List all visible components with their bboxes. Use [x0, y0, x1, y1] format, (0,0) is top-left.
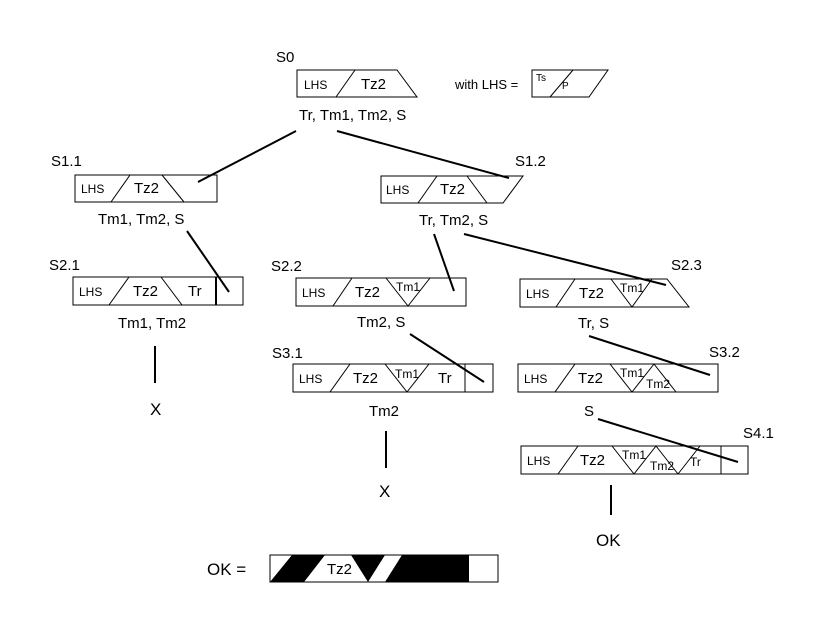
shape-strip: [295, 277, 467, 307]
node-s22: S2.2 LHS Tz2 Tm1 Tm2, S: [271, 258, 467, 331]
piece-tm1: Tm1: [622, 448, 646, 462]
node-id: S1.2: [515, 153, 546, 170]
remaining-pieces: Tm2: [369, 403, 399, 420]
piece-lhs: LHS: [526, 287, 549, 301]
legend-ok: OK = Tz2: [207, 554, 499, 583]
piece-tr: Tr: [438, 370, 452, 387]
node-s11: S1.1 LHS Tz2 Tm1, Tm2, S: [51, 153, 218, 228]
piece-tz2: Tz2: [355, 284, 380, 301]
piece-lhs: LHS: [524, 372, 547, 386]
edge-s22-s31: [409, 333, 485, 383]
ok-piece-tm2: [385, 555, 451, 582]
node-s32: S3.2 LHS Tz2 Tm1 Tm2 S: [517, 344, 740, 420]
node-s21: S2.1 LHS Tz2 Tr Tm1, Tm2 X: [49, 257, 244, 419]
piece-tm1: Tm1: [396, 280, 420, 294]
edge-s11-s21: [186, 230, 230, 293]
shape-strip: [520, 445, 749, 475]
shape-strip: [74, 174, 218, 203]
piece-tz2: Tz2: [580, 452, 605, 469]
shape-strip: [72, 276, 244, 306]
remaining-pieces: S: [584, 403, 594, 420]
ok-piece-tm1: [351, 555, 385, 582]
node-s31: S3.1 LHS Tz2 Tm1 Tr Tm2 X: [272, 345, 494, 501]
node-id: S3.1: [272, 345, 303, 362]
piece-tm1: Tm1: [620, 366, 644, 380]
piece-tz2: Tz2: [353, 370, 378, 387]
legend-ok-label: OK =: [207, 560, 246, 579]
piece-tz2: Tz2: [134, 180, 159, 197]
piece-lhs: LHS: [386, 183, 409, 197]
piece-tm1: Tm1: [395, 367, 419, 381]
piece-ts: Ts: [536, 73, 546, 84]
edge-s32-s41: [597, 418, 739, 463]
piece-lhs: LHS: [304, 78, 327, 92]
shape-strip: [519, 278, 691, 308]
node-s23: S2.3 LHS Tz2 Tm1 Tr, S: [519, 257, 702, 332]
dead-end-mark: X: [150, 400, 161, 419]
piece-lhs: LHS: [81, 182, 104, 196]
legend-lhs: with LHS = Ts P: [454, 69, 609, 98]
remaining-pieces: Tm1, Tm2, S: [98, 211, 184, 228]
piece-lhs: LHS: [79, 285, 102, 299]
piece-tz2: Tz2: [440, 181, 465, 198]
node-s41: S4.1 LHS Tz2 Tm1 Tm2 Tr OK: [520, 425, 774, 550]
node-id: S2.2: [271, 258, 302, 275]
piece-tr: Tr: [188, 283, 202, 300]
lhs-shape: [531, 69, 609, 98]
dead-end-mark: X: [379, 482, 390, 501]
piece-tm1: Tm1: [620, 281, 644, 295]
remaining-pieces: Tm1, Tm2: [118, 315, 186, 332]
piece-tz2: Tz2: [133, 283, 158, 300]
remaining-pieces: Tm2, S: [357, 314, 405, 331]
remaining-pieces: Tr, Tm1, Tm2, S: [299, 107, 406, 124]
node-id: S1.1: [51, 153, 82, 170]
remaining-pieces: Tr, Tm2, S: [419, 212, 488, 229]
piece-p: P: [562, 81, 569, 92]
node-id: S2.1: [49, 257, 80, 274]
remaining-pieces: Tr, S: [578, 315, 609, 332]
piece-lhs: LHS: [527, 454, 550, 468]
piece-tz2: Tz2: [327, 561, 352, 578]
edge-s0-s12: [336, 130, 510, 179]
node-id: S3.2: [709, 344, 740, 361]
piece-tr: Tr: [690, 455, 701, 469]
piece-lhs: LHS: [302, 286, 325, 300]
node-id: S2.3: [671, 257, 702, 274]
piece-tm2: Tm2: [650, 459, 674, 473]
solution-mark: OK: [596, 531, 621, 550]
shape-strip: [296, 69, 418, 98]
piece-tz2: Tz2: [578, 370, 603, 387]
node-s0: S0 LHS Tz2 Tr, Tm1, Tm2, S: [276, 49, 418, 124]
node-s12: S1.2 LHS Tz2 Tr, Tm2, S: [380, 153, 546, 229]
ok-piece-lhs: [270, 555, 325, 582]
shape-strip: [380, 175, 524, 204]
edge-s12-s22: [433, 233, 455, 292]
node-id: S4.1: [743, 425, 774, 442]
piece-lhs: LHS: [299, 372, 322, 386]
piece-tm2: Tm2: [646, 377, 670, 391]
edge-s12-s23: [463, 233, 667, 286]
piece-tz2: Tz2: [361, 76, 386, 93]
shape-strip: [292, 363, 494, 393]
node-id: S0: [276, 49, 294, 66]
shape-strip: [517, 363, 719, 393]
piece-tz2: Tz2: [579, 285, 604, 302]
edge-s23-s32: [588, 335, 711, 376]
edge-s0-s11: [197, 130, 297, 183]
legend-lhs-prefix: with LHS =: [454, 77, 518, 92]
